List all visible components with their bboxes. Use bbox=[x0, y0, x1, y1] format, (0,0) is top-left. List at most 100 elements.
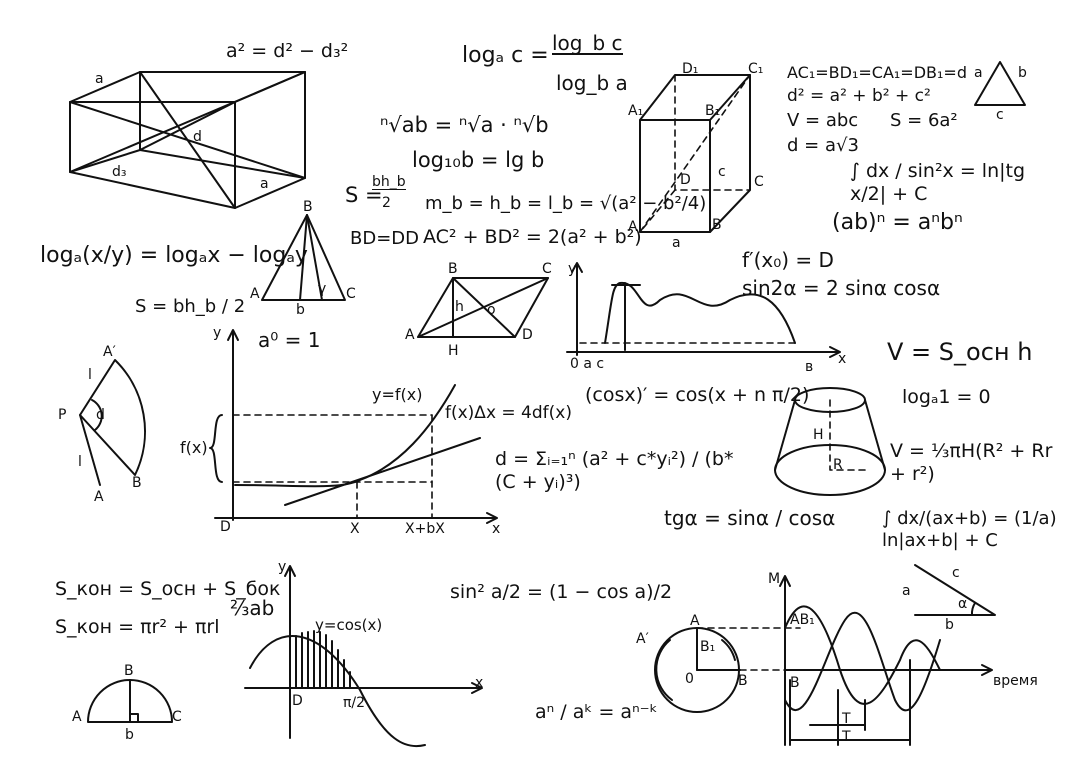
label-H-cap: H bbox=[813, 427, 824, 443]
label-A: A bbox=[405, 327, 415, 343]
label-o: o bbox=[487, 302, 496, 318]
right-triangle-drawing bbox=[914, 564, 996, 616]
formula-root-product: ⁿ√ab = ⁿ√a · ⁿ√b bbox=[380, 113, 549, 137]
label-D: D bbox=[680, 172, 691, 188]
fx-axis-label: f(x) bbox=[180, 438, 208, 457]
label-d: d bbox=[193, 129, 202, 145]
label-b: b bbox=[1018, 65, 1027, 81]
label-c: c bbox=[996, 107, 1004, 123]
label-a: a bbox=[974, 65, 983, 81]
formula-log-base-den: log_b a bbox=[556, 71, 628, 95]
label-P: P bbox=[58, 407, 67, 423]
formula-two-thirds: ⅔ab bbox=[230, 596, 275, 620]
label-alpha: α bbox=[958, 596, 968, 612]
formula-derivative: f′(x₀) = D bbox=[742, 248, 834, 272]
formula-box-volume: V = abc bbox=[787, 110, 859, 131]
label-B: B bbox=[132, 475, 142, 491]
label-v: в bbox=[805, 359, 814, 375]
label-A-prime: A′ bbox=[636, 631, 649, 647]
label-C: C bbox=[754, 174, 764, 190]
label-a: a bbox=[672, 235, 681, 251]
formula-cube-area: S = 6a² bbox=[890, 110, 958, 131]
label-c: c bbox=[718, 164, 726, 180]
label-X: X bbox=[350, 521, 360, 537]
label-B1: B₁ bbox=[705, 103, 721, 119]
label-l: l bbox=[78, 454, 82, 470]
formula-zero-power: a⁰ = 1 bbox=[258, 328, 321, 352]
label-pi-half: π/2 bbox=[343, 695, 366, 711]
derivative-graph bbox=[209, 329, 498, 524]
label-b: b bbox=[945, 617, 954, 633]
label-a: a bbox=[902, 583, 911, 599]
label-a: a bbox=[95, 71, 104, 87]
formula-cube-diag: d = a√3 bbox=[787, 135, 859, 156]
label-D1: D₁ bbox=[682, 61, 699, 77]
formula-y-cos: y=cos(x) bbox=[315, 616, 383, 634]
frustum-drawing bbox=[774, 387, 886, 496]
formula-cos-shift: (cosx)′ = cos(x + n π/2) bbox=[585, 384, 810, 406]
label-AB1: AB₁ bbox=[790, 612, 815, 628]
triangle-abc-drawing bbox=[974, 61, 1026, 106]
label-0-a-c: 0 a c bbox=[570, 356, 605, 372]
label-y: y bbox=[213, 325, 222, 341]
semicircle-drawing bbox=[87, 679, 173, 723]
formula-tangent: tgα = sinα / cosα bbox=[664, 506, 836, 530]
label-A1: A₁ bbox=[628, 103, 644, 119]
label-O: 0 bbox=[685, 671, 694, 687]
formula-box-diag: d² = a² + b² + c² bbox=[787, 86, 931, 106]
formula-integral-sin: ∫ dx / sin²x = ln|tg x/2| + C bbox=[850, 160, 1026, 205]
label-C: C bbox=[542, 261, 552, 277]
formula-log-base-lhs: logₐ c = bbox=[462, 43, 549, 68]
label-C: C bbox=[172, 709, 182, 725]
formula-cone-area2: S_кон = πr² + πrl bbox=[55, 616, 220, 638]
label-b: b bbox=[125, 727, 134, 743]
label-T: T bbox=[842, 711, 851, 727]
formula-differential: f(x)Δx = 4df(x) bbox=[445, 403, 572, 423]
formula-frustum-volume: V = ⅓πH(R² + Rr + r²) bbox=[890, 440, 1053, 485]
label-D: D bbox=[220, 519, 231, 535]
label-gamma: γ bbox=[318, 281, 327, 297]
label-y: y bbox=[568, 261, 577, 277]
cube-drawing bbox=[639, 74, 751, 233]
formula-triangle-area: S = bh_b / 2 bbox=[135, 296, 246, 317]
label-B: B bbox=[790, 675, 800, 691]
label-A: A bbox=[690, 613, 700, 629]
label-B: B bbox=[303, 199, 313, 215]
formula-log-one: logₐ1 = 0 bbox=[902, 386, 991, 408]
label-c: c bbox=[952, 565, 960, 581]
formula-parallelogram-diag: AC² + BD² = 2(a² + b²) bbox=[423, 226, 642, 248]
formula-integral-linear: ∫ dx/(ax+b) = (1/a) ln|ax+b| + C bbox=[882, 508, 1057, 551]
label-X-bX: X+bX bbox=[405, 521, 445, 537]
formula-sum: d = Σᵢ₌₁ⁿ (a² + c*yᵢ²) / (b*(C + yᵢ)³) bbox=[495, 448, 734, 493]
parallelogram-drawing bbox=[417, 277, 549, 338]
formula-power-quotient: aⁿ / aᵏ = aⁿ⁻ᵏ bbox=[535, 701, 658, 723]
formula-bd-dd: BD=DD bbox=[350, 228, 420, 249]
cosine-graph bbox=[244, 565, 483, 748]
formula-double-angle: sin2α = 2 sinα cosα bbox=[742, 276, 941, 300]
formula-cylinder-volume: V = S_осн h bbox=[887, 338, 1033, 366]
label-B: B bbox=[124, 663, 134, 679]
label-x: x bbox=[838, 351, 847, 367]
label-A: A bbox=[72, 709, 82, 725]
sector-drawing bbox=[79, 359, 146, 486]
formula-area-num: bh_b bbox=[372, 174, 406, 190]
label-B: B bbox=[738, 673, 748, 689]
isosceles-triangle-drawing bbox=[261, 214, 346, 301]
label-A-prime: A′ bbox=[103, 344, 116, 360]
label-b: b bbox=[296, 302, 305, 318]
label-x: x bbox=[475, 675, 484, 691]
label-T: T bbox=[842, 729, 851, 745]
label-A: A bbox=[94, 489, 104, 505]
formula-half-angle: sin² a/2 = (1 − cos a)/2 bbox=[450, 581, 673, 603]
label-x: x bbox=[492, 521, 501, 537]
label-M: M bbox=[768, 571, 781, 587]
label-R: R bbox=[833, 457, 843, 473]
formula-cube-diagonals: AC₁=BD₁=CA₁=DB₁=d bbox=[787, 63, 967, 82]
formula-log-base-num: log_b c bbox=[552, 31, 623, 55]
formula-log10: log₁₀b = lg b bbox=[412, 148, 545, 172]
label-A: A bbox=[628, 219, 638, 235]
label-A: A bbox=[250, 286, 260, 302]
parallelepiped-drawing bbox=[69, 71, 306, 209]
